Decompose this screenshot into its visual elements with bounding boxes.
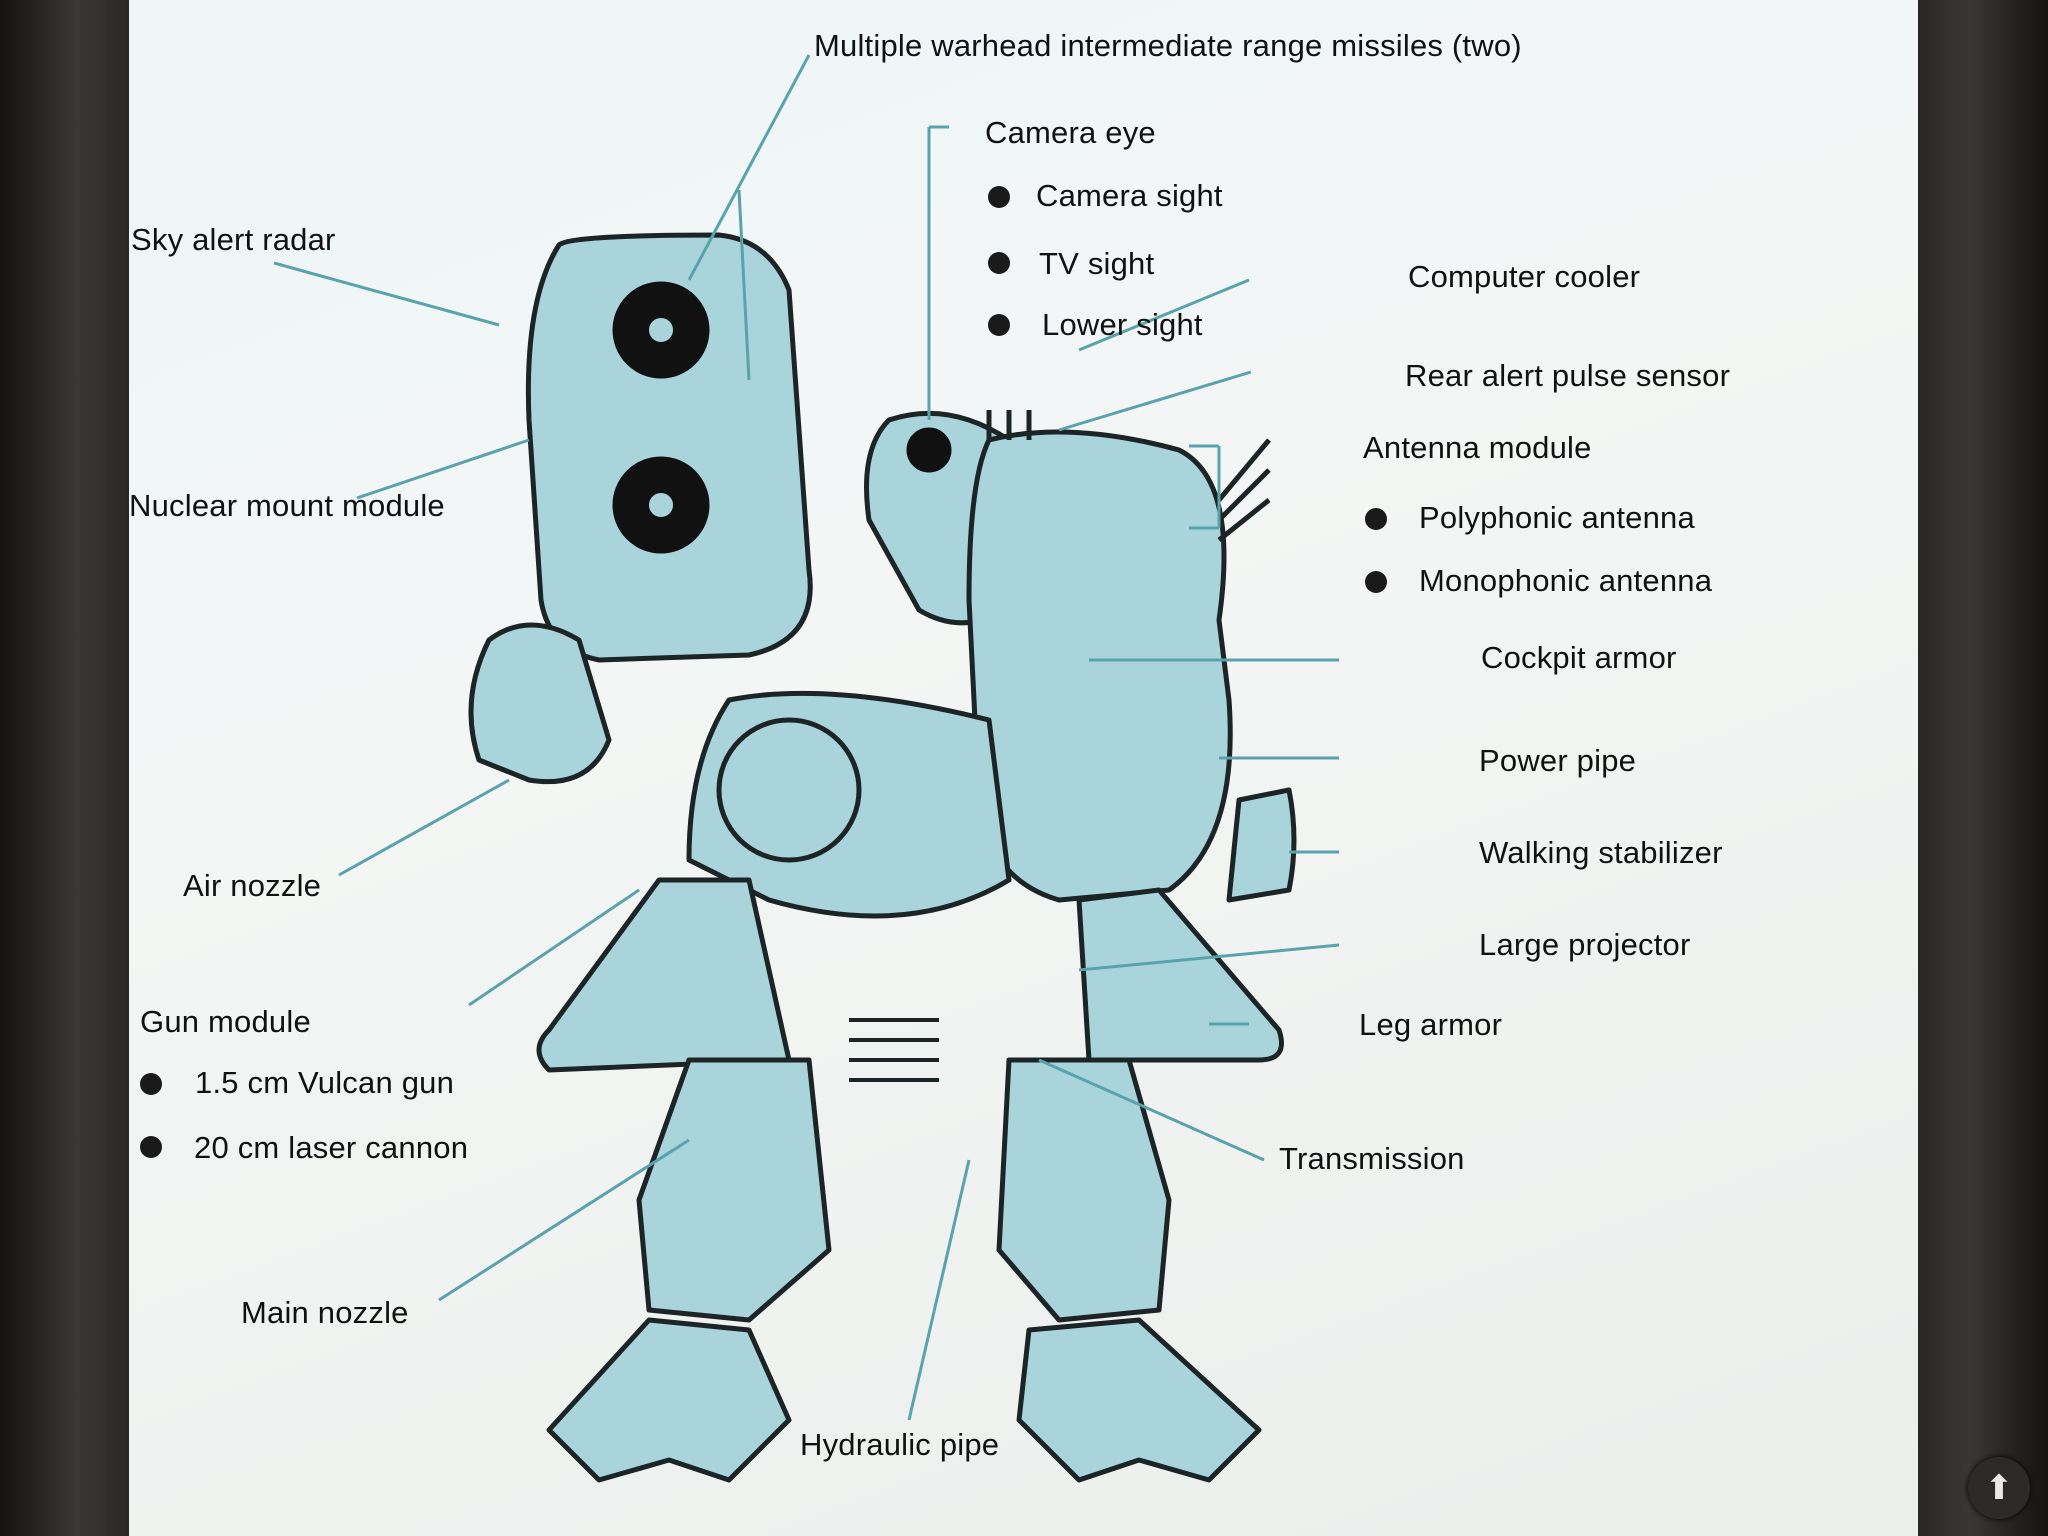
label-air-nozzle: Air nozzle xyxy=(183,868,322,903)
missile-pod xyxy=(525,232,813,663)
label-nuclear-mount-module: Nuclear mount module xyxy=(129,488,445,523)
label-leg-armor: Leg armor xyxy=(1359,1007,1503,1042)
left-foot xyxy=(546,1317,792,1483)
cockpit-body xyxy=(966,429,1233,903)
label-transmission: Transmission xyxy=(1279,1141,1465,1176)
label-walking-stabilizer: Walking stabilizer xyxy=(1479,835,1723,870)
label-camera-sight: Camera sight xyxy=(1036,178,1223,213)
label-cockpit-armor: Cockpit armor xyxy=(1481,640,1677,675)
label-camera-eye: Camera eye xyxy=(985,115,1156,150)
right-lower-leg xyxy=(996,1057,1172,1323)
bullet-icon xyxy=(988,186,1010,208)
label-large-projector: Large projector xyxy=(1479,927,1691,962)
label-tv-sight: TV sight xyxy=(1039,246,1155,281)
label-monophonic-antenna: Monophonic antenna xyxy=(1419,563,1713,598)
label-hydraulic-pipe: Hydraulic pipe xyxy=(800,1427,1000,1462)
label-laser-cannon: 20 cm laser cannon xyxy=(194,1130,469,1165)
right-leg-armor xyxy=(1076,887,1284,1063)
bullet-icon xyxy=(1365,571,1387,593)
camera-lens xyxy=(906,427,952,473)
left-lower-leg xyxy=(636,1057,832,1323)
label-main-nozzle: Main nozzle xyxy=(241,1295,409,1330)
label-gun-module: Gun module xyxy=(140,1004,311,1039)
left-leg-armor xyxy=(536,877,792,1073)
label-computer-cooler: Computer cooler xyxy=(1408,259,1641,294)
bullet-icon xyxy=(988,252,1010,274)
label-antenna-module: Antenna module xyxy=(1363,430,1592,465)
label-sky-alert-radar: Sky alert radar xyxy=(131,222,336,257)
bullet-icon xyxy=(988,314,1010,336)
bullet-icon xyxy=(140,1136,162,1158)
gun-turret xyxy=(716,717,862,863)
bullet-icon xyxy=(140,1073,162,1095)
label-vulcan-gun: 1.5 cm Vulcan gun xyxy=(195,1065,455,1100)
stabilizer xyxy=(1226,787,1297,903)
label-polyphonic-antenna: Polyphonic antenna xyxy=(1419,500,1695,535)
bullet-icon xyxy=(1365,508,1387,530)
label-lower-sight: Lower sight xyxy=(1042,307,1203,342)
left-frame xyxy=(0,0,129,1536)
right-foot xyxy=(1016,1317,1262,1483)
label-rear-alert-pulse-sensor: Rear alert pulse sensor xyxy=(1405,358,1731,393)
arrow-up-icon[interactable]: ⬆ xyxy=(1968,1457,2030,1519)
left-shoulder xyxy=(468,622,612,785)
label-missiles: Multiple warhead intermediate range miss… xyxy=(814,28,1522,63)
right-frame xyxy=(1918,0,2048,1536)
diagram-sheet: Multiple warhead intermediate range miss… xyxy=(129,0,1918,1536)
label-power-pipe: Power pipe xyxy=(1479,743,1637,778)
mech-illustration xyxy=(273,54,1340,1483)
